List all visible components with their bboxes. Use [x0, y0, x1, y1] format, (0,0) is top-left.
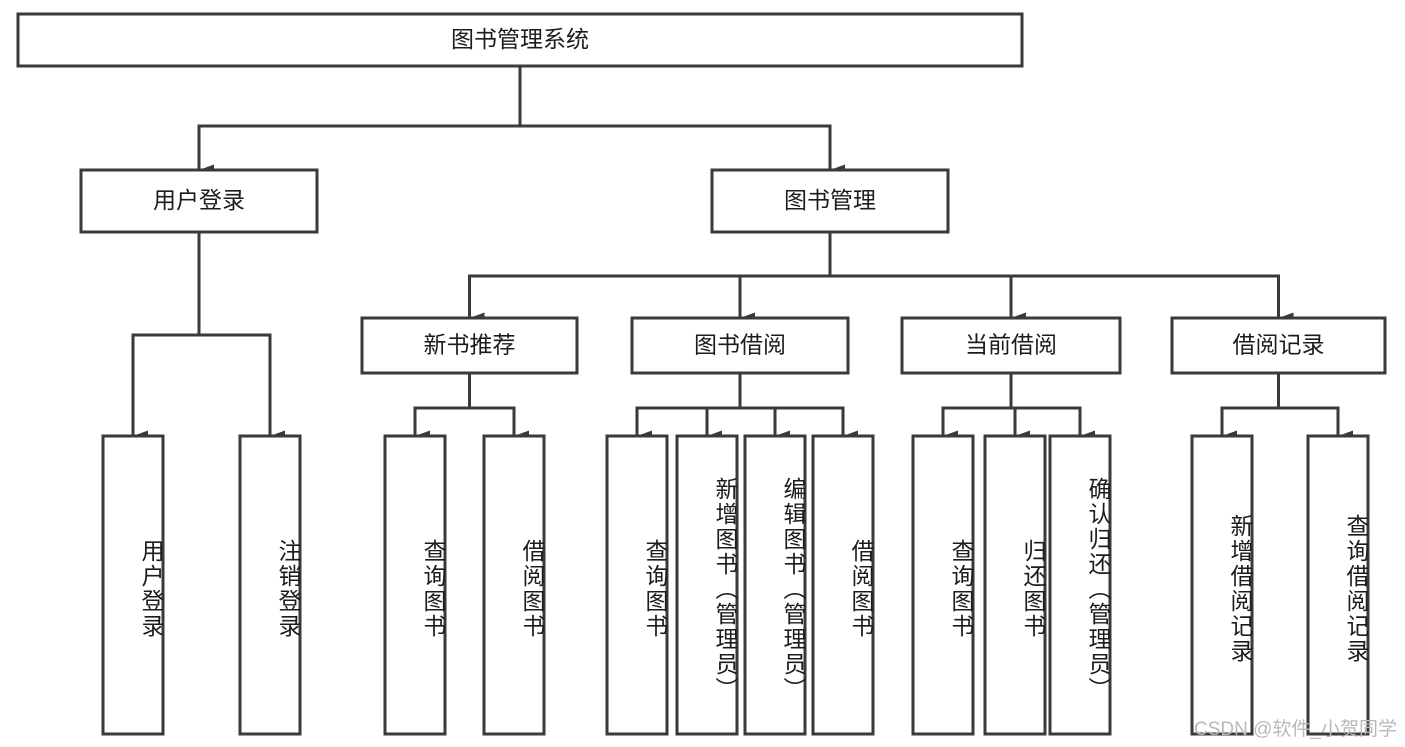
- leaf-node-5[interactable]: [675, 434, 739, 736]
- csdn-watermark: CSDN @软件_小贺同学: [1194, 719, 1397, 740]
- root-label: 图书管理系统: [451, 26, 589, 52]
- level3-label-3: 借阅记录: [1233, 332, 1325, 358]
- level2-node-0[interactable]: [79, 168, 319, 234]
- boxes-layer: [16, 12, 1387, 736]
- leaf-node-10[interactable]: [1048, 434, 1112, 736]
- level3-node-3[interactable]: [1170, 316, 1387, 375]
- level2-node-1[interactable]: [710, 168, 950, 234]
- leaf-node-7[interactable]: [811, 434, 875, 736]
- level3-label-2: 当前借阅: [965, 332, 1057, 358]
- root-node[interactable]: [16, 12, 1024, 68]
- leaf-node-12[interactable]: [1306, 434, 1370, 736]
- leaf-node-1[interactable]: [238, 434, 302, 736]
- connectors-layer: [131, 64, 1353, 442]
- leaf-node-6[interactable]: [743, 434, 807, 736]
- leaf-node-2[interactable]: [383, 434, 447, 736]
- level3-node-2[interactable]: [900, 316, 1122, 375]
- level2-label-1: 图书管理: [784, 187, 876, 213]
- level2-label-0: 用户登录: [153, 187, 245, 213]
- leaf-node-4[interactable]: [605, 434, 669, 736]
- leaf-node-11[interactable]: [1190, 434, 1254, 736]
- leaf-node-9[interactable]: [983, 434, 1047, 736]
- level3-node-0[interactable]: [360, 316, 579, 375]
- level3-node-1[interactable]: [630, 316, 850, 375]
- level3-label-0: 新书推荐: [424, 332, 516, 358]
- level3-label-1: 图书借阅: [694, 332, 786, 358]
- leaf-node-8[interactable]: [911, 434, 975, 736]
- leaf-node-3[interactable]: [482, 434, 546, 736]
- leaf-node-0[interactable]: [101, 434, 165, 736]
